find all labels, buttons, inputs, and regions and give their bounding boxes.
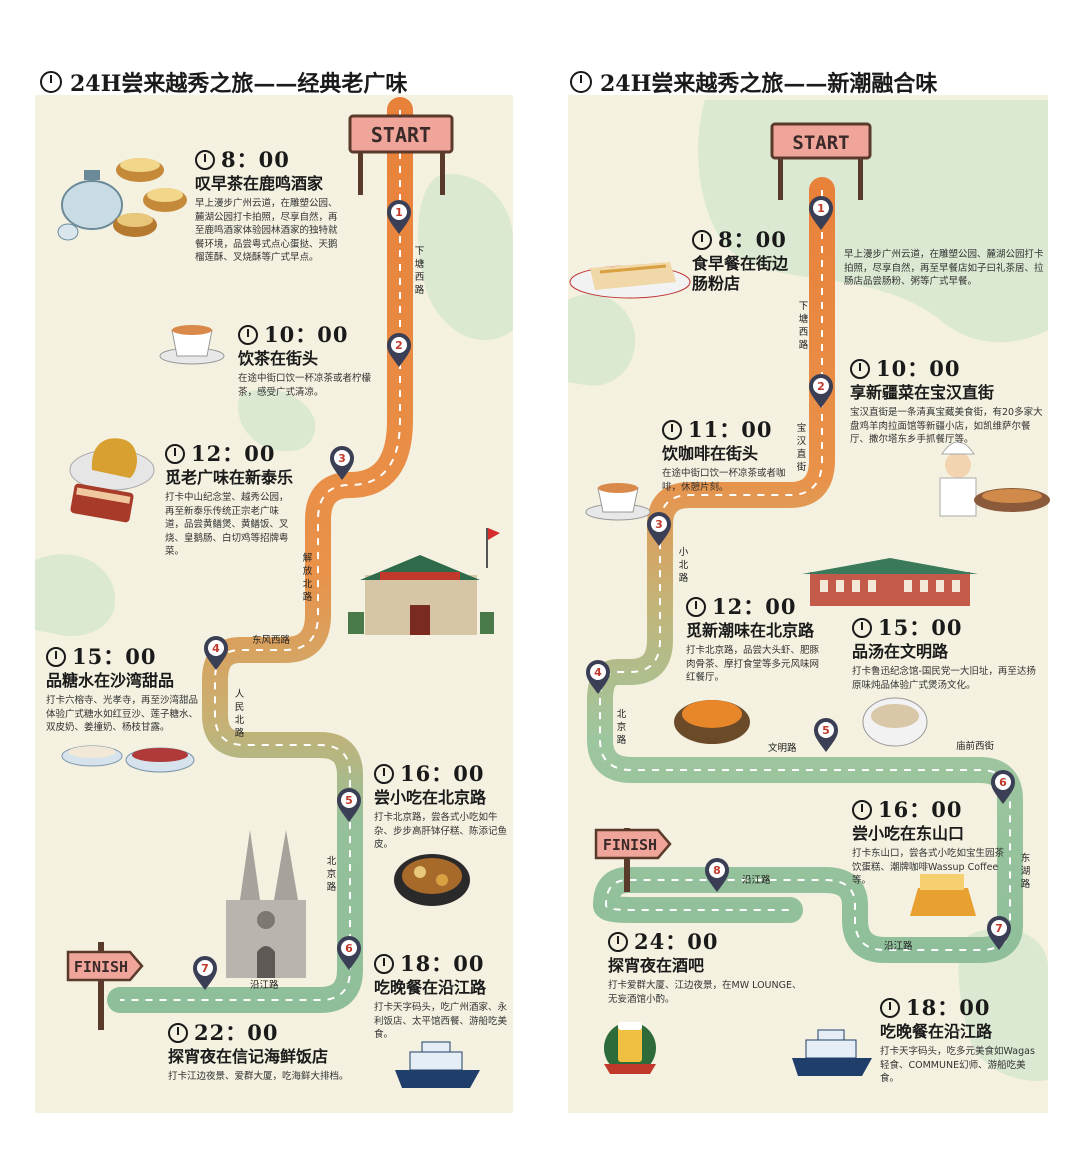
cruise-ship-illustration	[395, 1041, 480, 1088]
cruise-ship-illustration	[792, 1029, 872, 1076]
pin-number: 8	[713, 864, 721, 877]
route-map: 1 2 3 4 5 6 7 8 START FINISH	[568, 100, 1050, 1081]
stop-2: 10：00 享新疆菜在宝汉直街 宝汉直街是一条清真宝藏美食街，有20多家大盘鸡羊…	[850, 356, 1043, 445]
right-route-panel: 1 2 3 4 5 6 7 8 START FINISH	[540, 0, 1080, 1176]
road-label: 东风西路	[252, 635, 291, 646]
chef-illustration	[939, 441, 1050, 517]
clock-icon	[374, 954, 394, 974]
roast-goose-illustration	[69, 438, 155, 523]
clock-icon	[692, 230, 712, 250]
pin-number: 5	[822, 724, 830, 737]
pin-number: 3	[338, 452, 346, 465]
start-label: START	[371, 123, 431, 147]
park-area	[568, 100, 1048, 1081]
road-label: 庙前西街	[956, 741, 995, 752]
cathedral-illustration	[226, 830, 306, 978]
stop-3: 12：00 觅老广味在新泰乐 打卡中山纪念堂、越秀公园，再至新泰乐传统正宗老广味…	[165, 441, 294, 557]
clock-icon	[168, 1023, 188, 1043]
clock-icon	[165, 444, 185, 464]
memorial-hall-illustration	[802, 558, 978, 606]
pin-number: 4	[212, 642, 220, 655]
stop-1-desc: 早上漫步广州云道，在雕塑公园、麓湖公园打卡拍照，尽享自然，再至早餐店如子曰礼茶居…	[844, 249, 1044, 287]
clock-icon	[46, 647, 66, 667]
stop-1: 8：00 食早餐在街边肠粉店	[692, 227, 789, 293]
stop-5: 16：00 尝小吃在北京路 打卡北京路，尝各式小吃如牛杂、步步高肝钵仔糕、陈添记…	[374, 761, 508, 850]
clock-icon	[850, 359, 870, 379]
pin-number: 7	[201, 962, 209, 975]
stop-6: 16：00 尝小吃在东山口 打卡东山口，尝各式小吃如宝生园茶饮蛋糕、潮牌咖啡Wa…	[852, 797, 1005, 886]
pin-number: 3	[655, 518, 663, 531]
road-label: 下塘西路	[798, 301, 809, 351]
start-sign: START	[348, 114, 454, 195]
pin-number: 6	[999, 776, 1007, 789]
temple-illustration	[348, 528, 500, 635]
stop-4: 15：00 品糖水在沙湾甜品 打卡六榕寺、光孝寺，再至沙湾甜品体验广式糖水如红豆…	[46, 644, 199, 733]
clock-icon	[852, 618, 872, 638]
pin-number: 6	[345, 942, 353, 955]
route-title: 24H尝来越秀之旅——新潮融合味	[570, 66, 937, 98]
pin-number: 2	[817, 380, 825, 393]
clock-icon	[608, 932, 628, 952]
road-label: 下塘西路	[414, 246, 425, 296]
stop-4: 12：00 觅新潮味在北京路 打卡北京路，品尝大头虾、肥豚肉骨茶、摩打食堂等多元…	[686, 594, 820, 683]
clock-icon	[40, 71, 62, 93]
stop-1: 8：00 叹早茶在鹿鸣酒家 早上漫步广州云道，在雕塑公园、麓湖公园打卡拍照，尽享…	[195, 147, 338, 263]
hotpot-illustration	[674, 700, 750, 744]
road-label: 北京路	[326, 856, 337, 893]
pin-number: 1	[817, 202, 825, 215]
egg-tart-illustration	[910, 874, 976, 916]
stop-7: 18：00 吃晚餐在沿江路 打卡天字码头，吃多元美食如Wagas轻食、COMMU…	[880, 995, 1035, 1084]
clock-icon	[238, 325, 258, 345]
stop-3: 11：00 饮咖啡在街头 在途中街口饮一杯凉茶或者咖啡，休憩片刻。	[662, 417, 786, 493]
pin-number: 7	[995, 922, 1003, 935]
road-label: 宝汉直街	[796, 423, 807, 473]
milk-tea-illustration	[159, 325, 225, 365]
road-label: 北京路	[616, 709, 627, 746]
start-label: START	[792, 132, 849, 154]
road-label: 东湖路	[1020, 853, 1031, 890]
finish-sign: FINISH	[66, 942, 144, 1030]
park-area	[35, 174, 513, 636]
clock-icon	[570, 71, 592, 93]
pin-number: 1	[395, 206, 403, 219]
route-map: 1 2 3 4 5 6 7 START FINISH	[35, 97, 513, 1088]
finish-label: FINISH	[74, 958, 128, 976]
pin-number: 2	[395, 339, 403, 352]
rice-roll-illustration	[569, 262, 691, 299]
beer-badge-illustration	[604, 1022, 656, 1074]
road-label: 小北路	[678, 547, 689, 584]
soup-pot-illustration	[862, 697, 928, 747]
clock-icon	[662, 420, 682, 440]
left-route-panel: 1 2 3 4 5 6 7 START FINISH	[0, 0, 540, 1176]
clock-icon	[686, 597, 706, 617]
finish-label: FINISH	[603, 836, 657, 854]
coffee-cup-illustration	[585, 483, 651, 521]
clock-icon	[852, 800, 872, 820]
dim-sum-illustration	[57, 158, 187, 241]
road-label: 解放北路	[302, 553, 313, 603]
clock-icon	[880, 998, 900, 1018]
stop-5: 15：00 品汤在文明路 打卡鲁迅纪念馆-国民党一大旧址，再至达扬原味炖品体验广…	[852, 615, 1036, 691]
stop-6: 18：00 吃晚餐在沿江路 打卡天字码头，吃广州酒家、永利饭店、太平馆西餐、游船…	[374, 951, 508, 1040]
stop-8: 24：00 探宵夜在酒吧 打卡爱群大厦、江边夜景，在MW LOUNGE、无妄酒馆…	[608, 929, 802, 1005]
road-label: 沿江路	[884, 941, 913, 952]
road-label: 沿江路	[742, 875, 771, 886]
start-sign: START	[770, 122, 872, 200]
stop-7: 22：00 探宵夜在信记海鲜饭店 打卡江边夜景、爱群大厦，吃海鲜大排档。	[168, 1020, 349, 1082]
route-title: 24H尝来越秀之旅——经典老广味	[40, 66, 407, 98]
snack-bowl-illustration	[394, 854, 470, 906]
road-label: 文明路	[768, 743, 797, 754]
clock-icon	[195, 150, 215, 170]
road-label: 沿江路	[250, 980, 279, 991]
pin-number: 4	[594, 666, 602, 679]
sweet-soup-illustration	[61, 745, 195, 773]
pin-number: 5	[345, 794, 353, 807]
finish-sign: FINISH	[594, 828, 672, 892]
stop-2: 10：00 饮茶在街头 在途中街口饮一杯凉茶或者柠檬茶，感受广式清凉。	[238, 322, 372, 398]
clock-icon	[374, 764, 394, 784]
road-label: 人民北路	[234, 689, 245, 739]
